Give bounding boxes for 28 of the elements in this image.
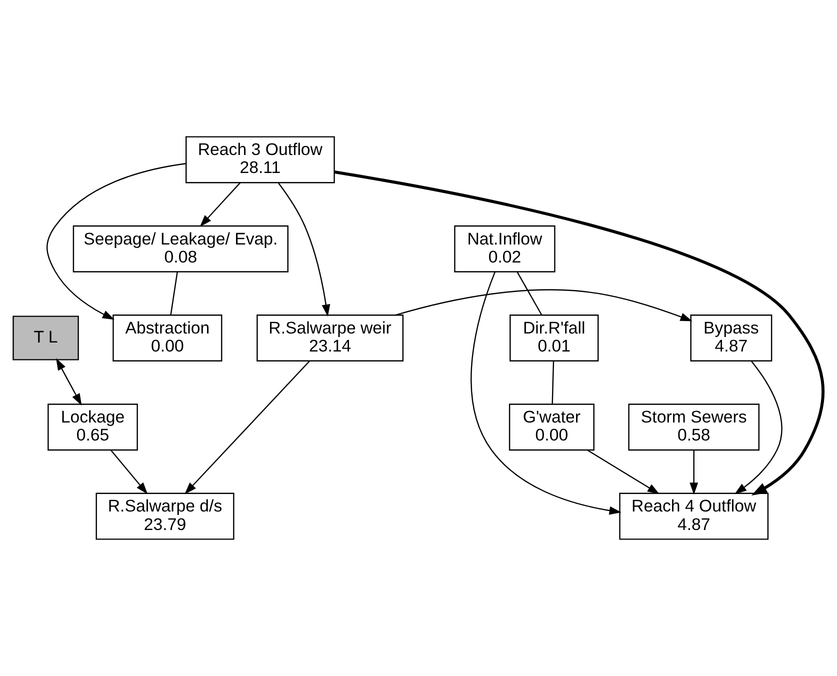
node-box: Bypass 4.87 [690, 314, 772, 362]
node-box: Dir.R'fall 0.01 [510, 314, 599, 362]
arrow [56, 358, 82, 406]
arrow [334, 170, 824, 496]
arrow [587, 450, 660, 494]
node-box: Seepage/ Leakage/ Evap. 0.08 [72, 225, 288, 272]
arrow [184, 360, 310, 494]
arrow [46, 163, 186, 320]
arrow [690, 450, 698, 495]
arrow [734, 360, 782, 494]
arrow [110, 450, 148, 494]
arrow [470, 272, 622, 515]
connector [516, 272, 542, 315]
node-box: Storm Sewers 0.58 [628, 404, 760, 451]
node-box: Abstraction 0.00 [112, 314, 222, 362]
node-box: Nat.Inflow 0.02 [454, 225, 556, 272]
node-box: Reach 4 Outflow 4.87 [619, 492, 769, 540]
node-box: R.Salwarpe weir 23.14 [256, 314, 404, 362]
node-box: R.Salwarpe d/s 23.79 [96, 492, 234, 540]
arrow [395, 289, 692, 322]
node-box: G'water 0.00 [508, 404, 594, 451]
arrow [278, 182, 330, 317]
node-box: Lockage 0.65 [48, 404, 138, 451]
arrow [200, 182, 241, 227]
connector [170, 272, 178, 315]
node-box: T L [12, 316, 79, 360]
connector [552, 361, 554, 404]
node-box: Reach 3 Outflow 28.11 [186, 136, 335, 184]
